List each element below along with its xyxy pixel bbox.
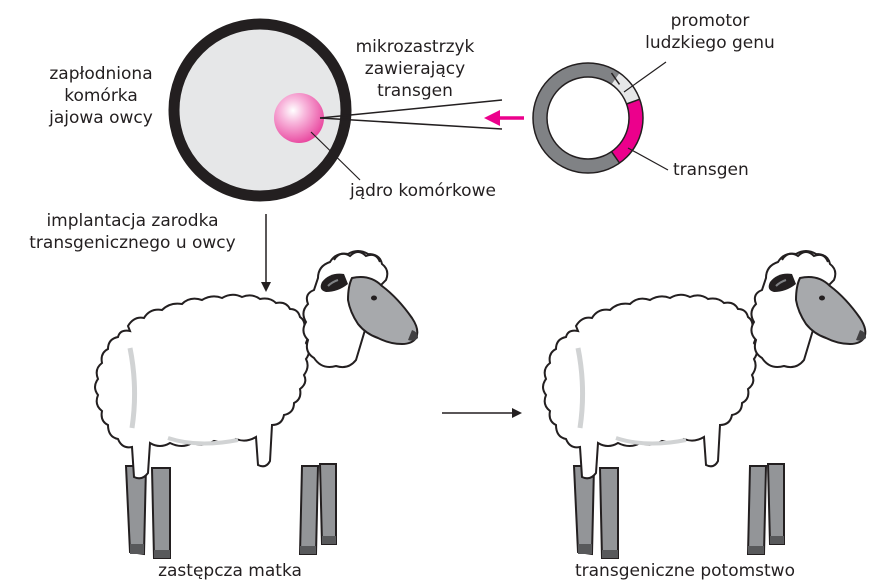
promoter-leader-line xyxy=(624,62,666,92)
microinjection-label: mikrozastrzyk zawierający transgen xyxy=(340,36,490,102)
zygote-label: zapłodniona komórka jajowa owcy xyxy=(26,63,176,129)
zygote-label-line-3: jajowa owcy xyxy=(26,107,176,129)
cell-nucleus xyxy=(274,93,324,143)
implantation-label-line-1: implantacja zarodka xyxy=(10,210,255,232)
transgene-leader-line xyxy=(628,148,668,170)
promoter-label-line-2: ludzkiego genu xyxy=(635,32,785,54)
microinjection-label-line-1: mikrozastrzyk xyxy=(340,36,490,58)
offspring-label: transgeniczne potomstwo xyxy=(565,560,805,582)
implantation-label-line-2: transgenicznego u owcy xyxy=(10,232,255,254)
zygote-label-line-1: zapłodniona xyxy=(26,63,176,85)
implantation-label: implantacja zarodka transgenicznego u ow… xyxy=(10,210,255,254)
transgene-label: transgen xyxy=(673,159,749,181)
nucleus-label: jądro komórkowe xyxy=(350,180,496,202)
injection-arrow xyxy=(484,110,524,126)
surrogate-mother-sheep xyxy=(95,251,418,558)
microinjection-label-line-2: zawierający xyxy=(340,58,490,80)
zygote-label-line-2: komórka xyxy=(26,85,176,107)
transgenic-offspring-sheep xyxy=(543,251,866,558)
plasmid-ring xyxy=(533,63,643,173)
promoter-label: promotor ludzkiego genu xyxy=(635,10,785,54)
surrogate-mother-label: zastępcza matka xyxy=(130,560,330,582)
microinjection-label-line-3: transgen xyxy=(340,80,490,102)
promoter-label-line-1: promotor xyxy=(635,10,785,32)
